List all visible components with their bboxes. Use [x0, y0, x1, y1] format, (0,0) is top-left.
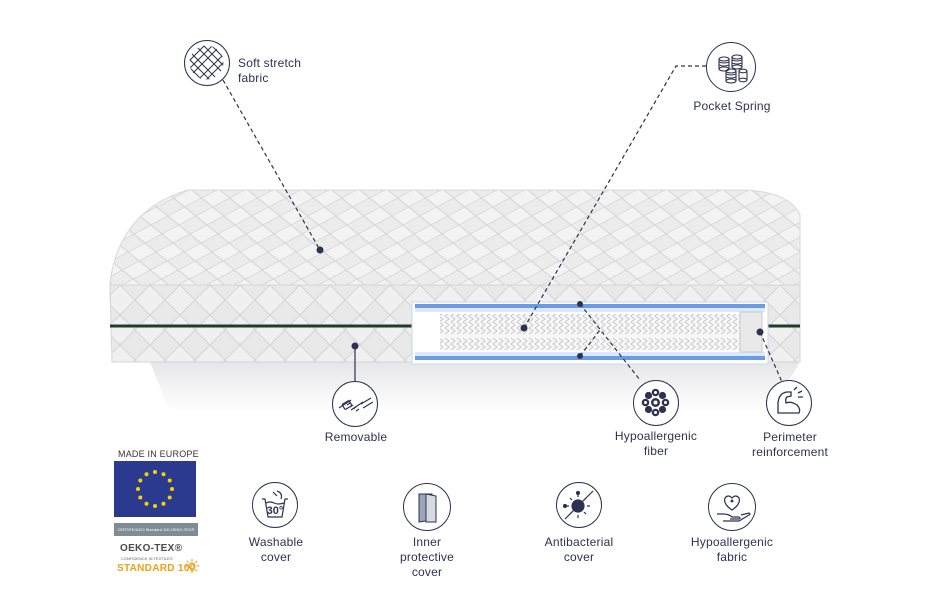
label-perimeter-reinforcement: Perimeter reinforcement: [752, 430, 828, 459]
protective-cover-icon: [403, 483, 451, 531]
oeko-tex-logo: OEKO-TEX®: [120, 543, 183, 554]
eu-flag: [114, 461, 196, 517]
label-soft-stretch-fabric: Soft stretch fabric: [238, 56, 302, 85]
zipper-icon: [332, 381, 378, 427]
label-antibacterial-cover: Antibacterial cover: [544, 535, 614, 564]
cross-section: [411, 301, 769, 365]
label-pocket-spring: Pocket Spring: [693, 99, 771, 113]
made-in-europe-label: MADE IN EUROPE: [118, 449, 199, 459]
antibacterial-icon: [556, 482, 602, 528]
mattress-shadow: [150, 362, 800, 412]
certificate-strip: CERTIFICADO Standard 100 OEKO-TEX®: [114, 523, 198, 536]
standard-100-label: STANDARD 100: [117, 563, 196, 574]
leader-fiber: [579, 303, 641, 381]
wash-temperature: 30°: [266, 505, 284, 517]
oeko-sun-icon: [184, 558, 200, 579]
label-removable: Removable: [324, 430, 388, 444]
label-inner-protective-cover: Inner protective cover: [399, 535, 455, 579]
leader-pocket-spring: [523, 65, 706, 329]
oeko-tagline: CONFIDENCE IN TEXTILES: [121, 556, 173, 561]
label-washable-cover: Washable cover: [248, 535, 304, 564]
certificate-text: CERTIFICADO Standard 100 OEKO-TEX®: [117, 527, 195, 532]
fabric-icon: [184, 40, 230, 86]
mattress-top: [109, 189, 801, 301]
leader-fabric: [222, 79, 321, 251]
pocket-spring-icon: [706, 42, 756, 92]
label-hypoallergenic-fabric: Hypoallergenic fabric: [690, 535, 774, 564]
washing-icon: 30°: [252, 482, 298, 528]
hypoallergenic-hand-icon: [708, 483, 756, 531]
flexed-arm-icon: [766, 380, 812, 426]
fiber-icon: [633, 380, 679, 426]
leader-perimeter: [759, 331, 783, 383]
label-hypoallergenic-fiber: Hypoallergenic fiber: [614, 429, 698, 458]
